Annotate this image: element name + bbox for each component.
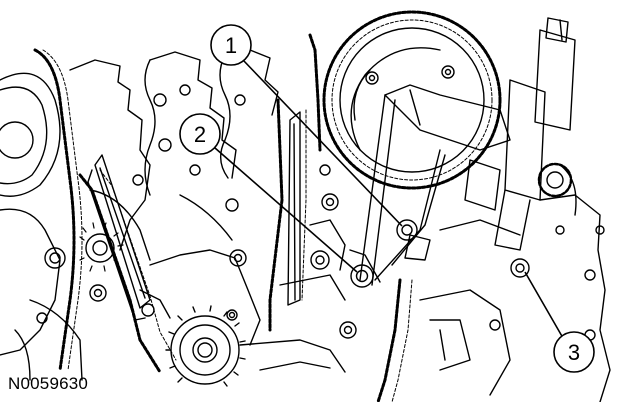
- lower-block-outline: [139, 249, 346, 373]
- right-cam-sprocket: [322, 10, 502, 190]
- center-chain-guide: [287, 111, 301, 306]
- center-chain: [268, 33, 322, 332]
- callout-3-circle: [553, 331, 595, 373]
- callout-1-number: 1: [225, 33, 237, 58]
- callout-1-leader: [242, 59, 403, 227]
- left-inner-chain: [78, 169, 177, 374]
- tensioner-arm: [349, 84, 511, 288]
- crank-sprocket: [165, 305, 246, 387]
- figure-id-code: N0059630: [8, 374, 89, 393]
- callout-2: 2: [179, 113, 358, 273]
- left-cam-sprocket: [0, 72, 61, 197]
- left-chain-outer: [33, 48, 83, 372]
- left-lower-gears: [14, 222, 124, 381]
- callout-1-circle: [210, 24, 252, 66]
- left-chain-guide: [87, 154, 151, 321]
- callout-2-circle: [179, 113, 221, 155]
- left-block-outline: [0, 59, 151, 356]
- hydraulic-tensioner: [439, 17, 576, 251]
- callout-3-leader: [524, 271, 564, 339]
- callout-2-number: 2: [194, 122, 206, 147]
- callout-2-leader: [214, 147, 358, 273]
- center-bolts: [279, 164, 357, 339]
- callout-3: 3: [524, 271, 595, 373]
- callout-1: 1: [210, 24, 403, 227]
- right-chain: [376, 278, 413, 402]
- callout-3-number: 3: [568, 340, 580, 365]
